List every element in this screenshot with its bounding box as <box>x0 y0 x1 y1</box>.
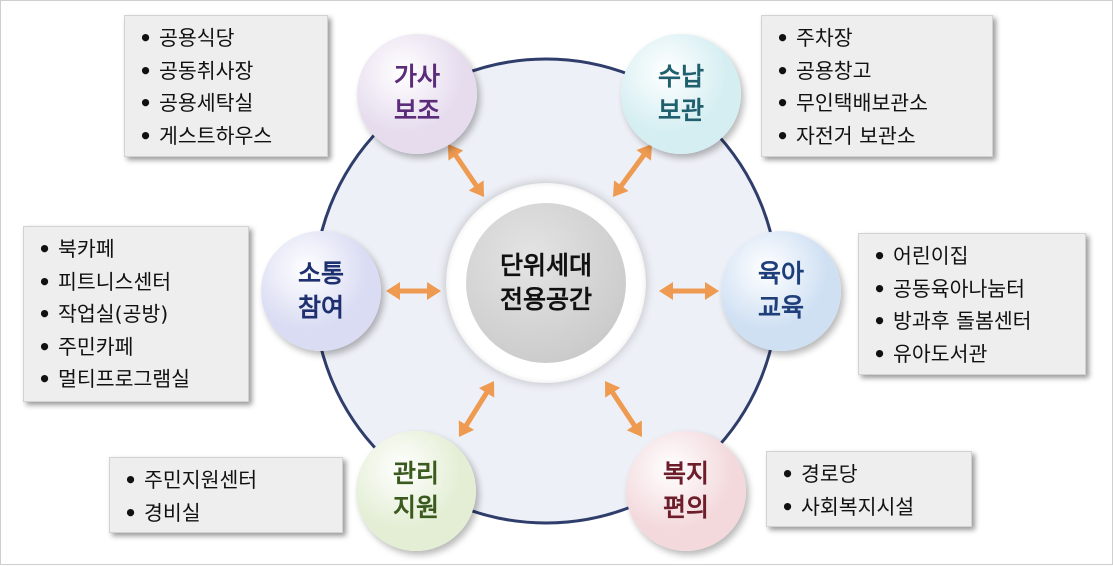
items-box-housework: •공용식당 •공동취사장 •공용세탁실 •게스트하우스 <box>124 15 328 157</box>
list-item: •무인택배보관소 <box>776 91 929 115</box>
list-item: •사회복지시설 <box>781 494 915 519</box>
arrow-community <box>386 282 441 300</box>
items-box-childcare: •어린이집 •공동육아나눔터 •방과후 돌봄센터 •유아도서관 <box>858 233 1086 375</box>
arrow-housework <box>448 144 484 197</box>
list-item: •유아도서관 <box>873 341 988 366</box>
arrow-storage <box>613 144 652 197</box>
list-item: •멀티프로그램실 <box>38 367 191 391</box>
arrow-childcare <box>659 282 719 300</box>
list-item: •방과후 돌봄센터 <box>873 309 1032 333</box>
list-item: •주민지원센터 <box>124 468 258 492</box>
list-item: •어린이집 <box>873 244 969 268</box>
list-item: •공용창고 <box>776 58 872 83</box>
list-item: •주차장 <box>776 26 853 50</box>
center-label: 단위세대 전용공간 <box>466 203 626 363</box>
node-housework: 가사 보조 <box>357 34 477 154</box>
items-box-welfare: •경로당 •사회복지시설 <box>766 451 972 527</box>
arrow-welfare <box>605 381 642 437</box>
arrow-layer <box>386 144 719 437</box>
arrow-management <box>458 381 495 437</box>
list-item: •공용세탁실 <box>139 91 254 115</box>
center-node: 단위세대 전용공간 <box>446 183 646 383</box>
node-childcare: 육아 교육 <box>721 231 841 351</box>
list-item: •피트니스센터 <box>38 269 172 294</box>
list-item: •경로당 <box>781 462 858 486</box>
items-box-storage: •주차장 •공용창고 •무인택배보관소 •자전거 보관소 <box>761 15 993 157</box>
items-box-community: •북카페 •피트니스센터 •작업실(공방) •주민카페 •멀티프로그램실 <box>23 226 249 402</box>
node-welfare: 복지 편의 <box>626 431 746 551</box>
list-item: •공동취사장 <box>139 58 254 83</box>
node-community: 소통 참여 <box>261 231 381 351</box>
list-item: •게스트하우스 <box>139 123 273 148</box>
list-item: •경비실 <box>124 500 201 525</box>
list-item: •북카페 <box>38 237 115 261</box>
list-item: •공용식당 <box>139 26 235 50</box>
list-item: •공동육아나눔터 <box>873 276 1026 301</box>
list-item: •작업실(공방) <box>38 302 169 326</box>
node-storage: 수납 보관 <box>621 34 741 154</box>
items-box-management: •주민지원센터 •경비실 <box>109 457 343 533</box>
list-item: •주민카페 <box>38 334 134 359</box>
list-item: •자전거 보관소 <box>776 123 916 148</box>
node-management: 관리 지원 <box>356 431 476 551</box>
